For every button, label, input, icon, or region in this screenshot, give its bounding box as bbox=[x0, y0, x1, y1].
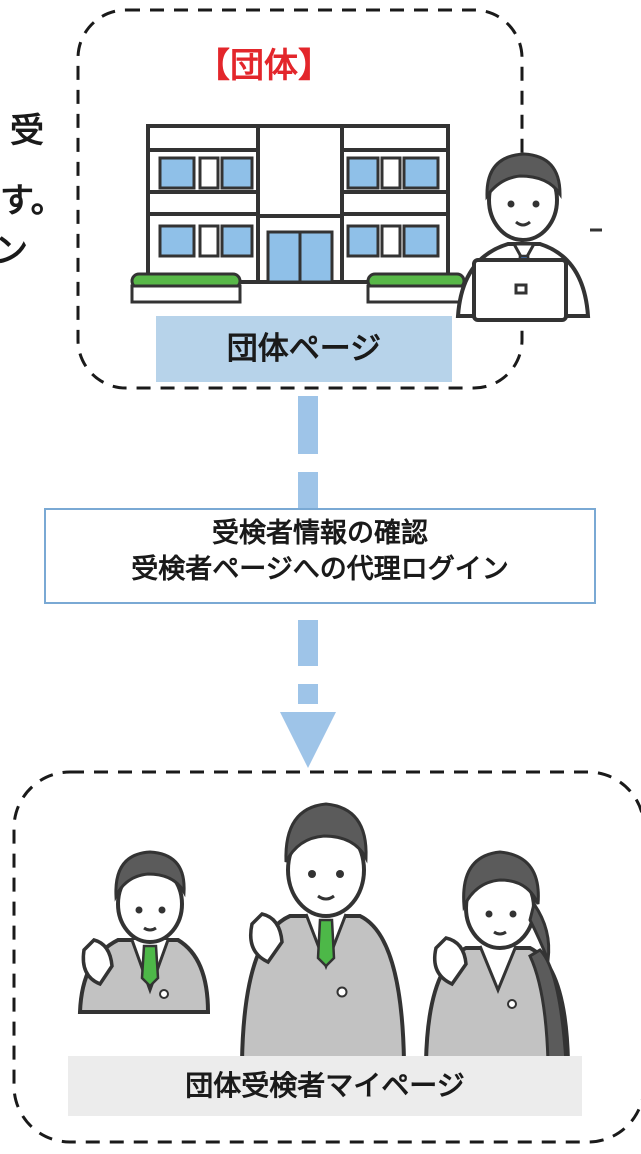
connector-box: 受検者情報の確認 受検者ページへの代理ログイン bbox=[44, 508, 596, 604]
clipped-text-line-2: す。 bbox=[0, 181, 65, 221]
person-laptop-icon bbox=[455, 152, 602, 322]
organization-title: 【団体】 bbox=[196, 46, 332, 86]
student-center-icon bbox=[239, 802, 407, 1064]
connector-line-2: 受検者ページへの代理ログイン bbox=[131, 554, 509, 585]
organization-page-bar: 団体ページ bbox=[156, 316, 452, 382]
clipped-text-line-3: ン bbox=[0, 231, 28, 271]
examinee-mypage-bar: 団体受検者マイページ bbox=[68, 1056, 582, 1116]
clipped-text-line-1: 受 bbox=[10, 111, 44, 151]
down-arrow-icon bbox=[280, 396, 336, 768]
bottom-dashed-frame bbox=[12, 770, 641, 1144]
building-icon bbox=[130, 124, 466, 304]
student-right-icon bbox=[423, 850, 571, 1064]
student-left-icon bbox=[77, 850, 211, 1014]
connector-line-1: 受検者情報の確認 bbox=[212, 518, 428, 549]
